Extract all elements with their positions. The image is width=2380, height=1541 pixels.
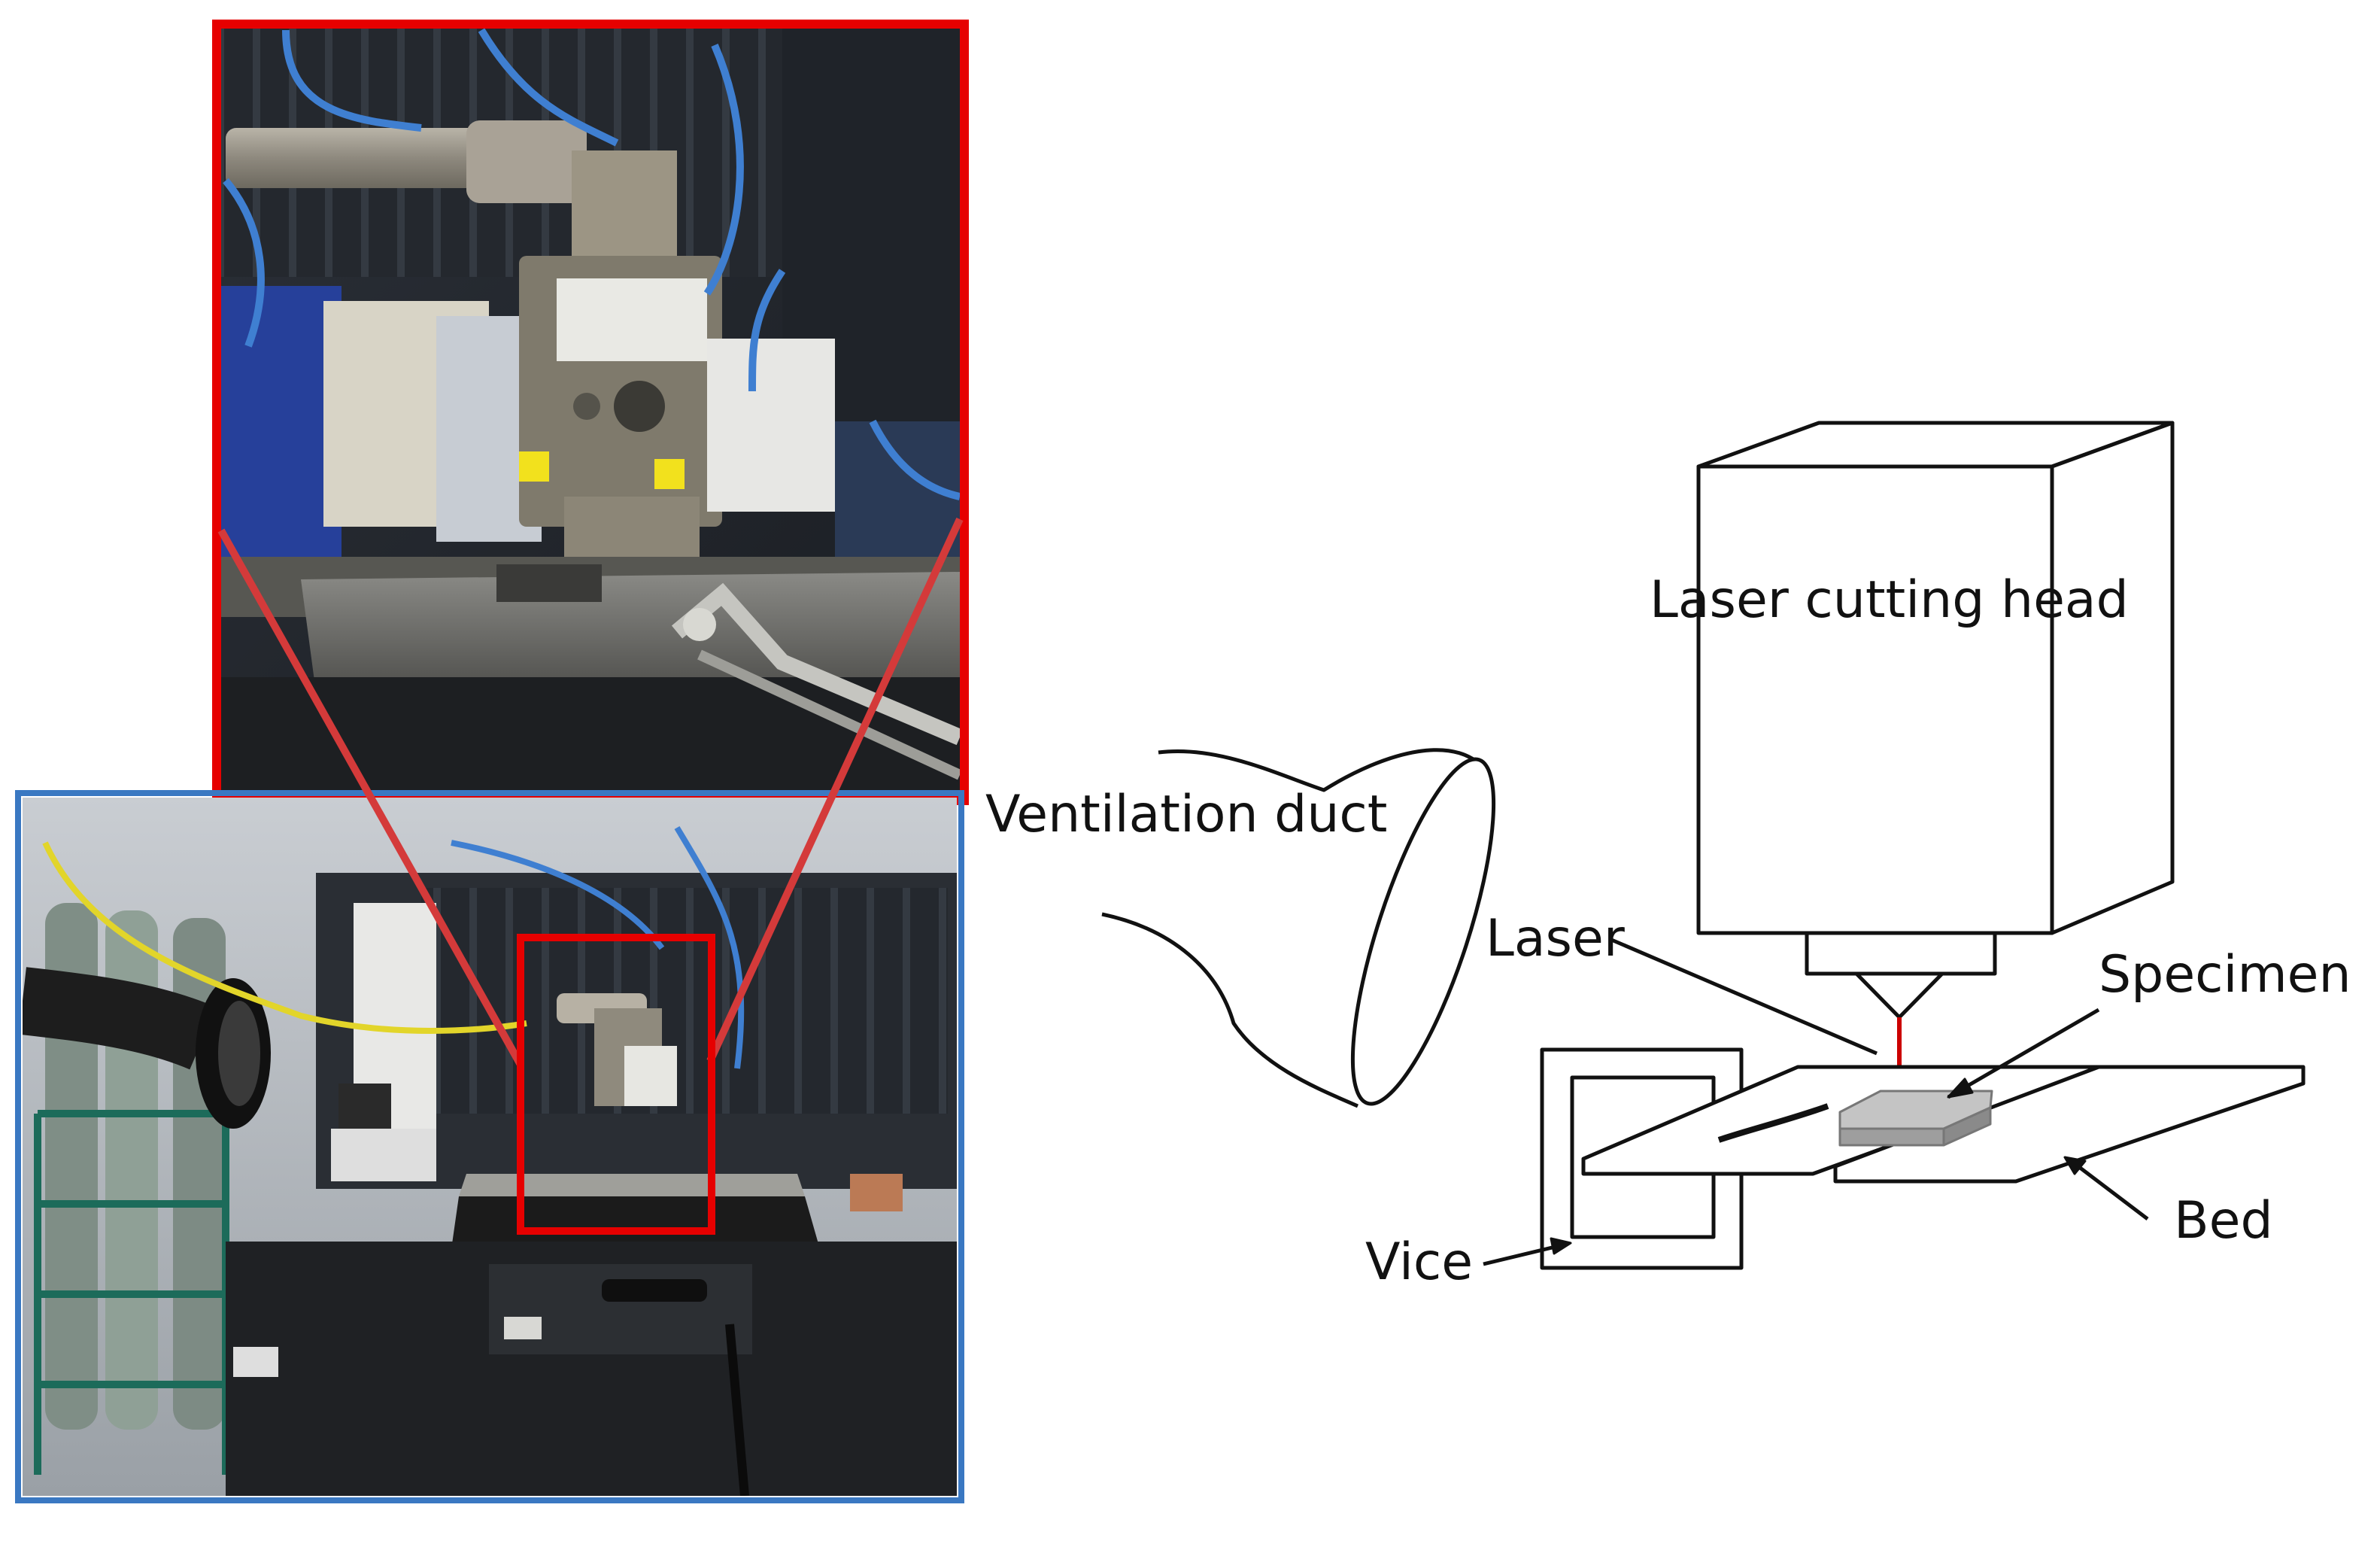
specimen-drawing — [1838, 1090, 1993, 1147]
vice-leader-line — [1483, 1242, 1565, 1266]
label-specimen: Specimen — [2099, 945, 2351, 1005]
zoom-region-highlight — [517, 934, 715, 1235]
label-bed: Bed — [2174, 1191, 2273, 1251]
specimen-leader-line — [1947, 1008, 2100, 1099]
laser-leader-line — [1609, 937, 1878, 1056]
overview-photo — [23, 798, 957, 1496]
zoom-connector-right — [706, 517, 964, 1063]
overview-photo-frame — [15, 790, 964, 1503]
cutting-head-drawing — [1696, 421, 2175, 1020]
ventilation-duct-drawing — [1101, 748, 1496, 1108]
label-laser: Laser — [1486, 909, 1625, 968]
label-ventilation-duct: Ventilation duct — [985, 785, 1387, 844]
zoom-connector-left — [217, 528, 524, 1067]
schematic — [1101, 421, 2306, 1270]
label-vice: Vice — [1365, 1232, 1473, 1292]
bed-leader-line — [2075, 1163, 2149, 1220]
zoomed-photo — [221, 29, 960, 796]
label-laser-cutting-head: Laser cutting head — [1650, 570, 2129, 630]
